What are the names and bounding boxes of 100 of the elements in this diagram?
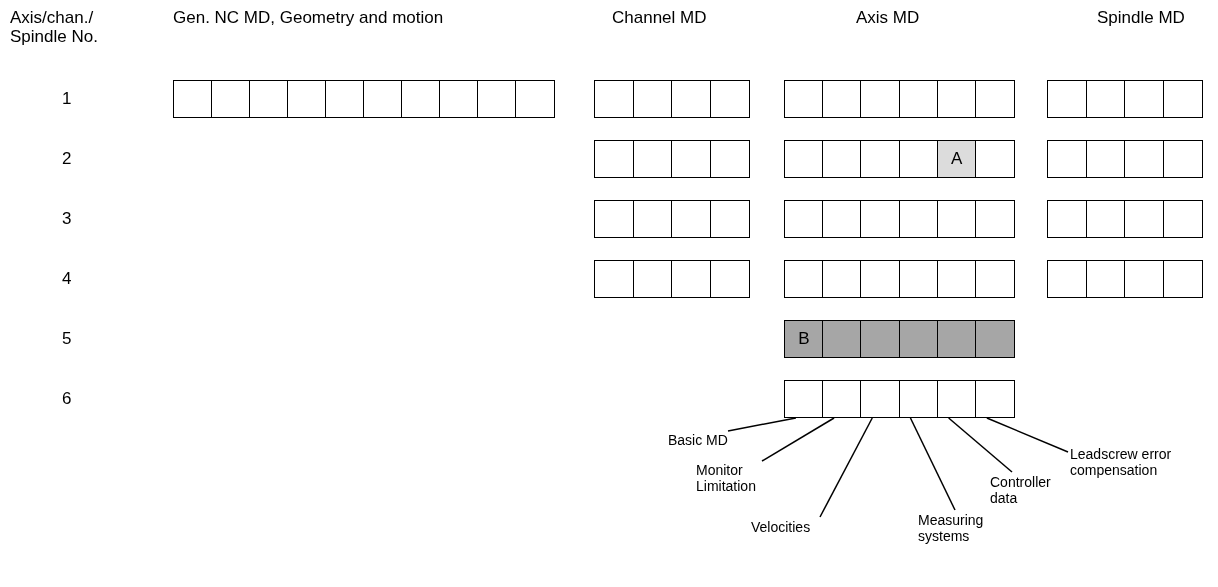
grid-cell	[439, 80, 479, 118]
grid-cell	[975, 320, 1015, 358]
grid-cell	[860, 200, 901, 238]
grid-cell	[1124, 80, 1164, 118]
grid-cell	[936, 260, 977, 298]
grid-cell: B	[784, 320, 824, 358]
grid-cell	[173, 80, 213, 118]
grid-cell	[249, 80, 289, 118]
part-label: Monitor Limitation	[696, 462, 768, 494]
grid-cell	[1124, 200, 1164, 238]
grid-cell	[477, 80, 517, 118]
grid-cell: A	[936, 140, 977, 178]
grid-cell	[860, 320, 901, 358]
grid-cell	[1162, 200, 1203, 238]
grid-cell	[860, 80, 901, 118]
part-label: Basic MD	[668, 432, 738, 448]
grid-cell	[936, 380, 977, 418]
grid-cell	[936, 200, 977, 238]
grid-cell	[784, 380, 824, 418]
grid-cell	[709, 260, 750, 298]
grid-cell	[594, 80, 634, 118]
grid-cell	[709, 140, 750, 178]
grid-cell	[515, 80, 555, 118]
grid-cell	[822, 200, 862, 238]
grid-cell	[1124, 140, 1164, 178]
grid-cell	[1162, 80, 1203, 118]
grid-cell	[632, 140, 673, 178]
grid-cell	[1047, 80, 1087, 118]
grid-cell	[1047, 200, 1087, 238]
grid-cell	[671, 140, 711, 178]
grid-cell	[822, 80, 862, 118]
grid-cell	[898, 200, 939, 238]
grid-cell	[594, 260, 634, 298]
grid-cell	[1085, 80, 1126, 118]
grid-cell	[632, 260, 673, 298]
leader-line	[909, 417, 956, 511]
part-label: Controller data	[990, 474, 1065, 506]
grid-cell	[860, 260, 901, 298]
grid-cell	[671, 200, 711, 238]
leader-line	[986, 417, 1069, 453]
grid-cell	[975, 200, 1015, 238]
grid-cell	[594, 200, 634, 238]
grid-cell	[709, 200, 750, 238]
grid-cell	[287, 80, 327, 118]
grid-cell	[822, 380, 862, 418]
grid-cell	[822, 320, 862, 358]
column-header: Axis MD	[856, 8, 920, 27]
row-number: 6	[62, 389, 72, 408]
grid-cell	[671, 80, 711, 118]
column-header: Channel MD	[612, 8, 707, 27]
grid-cell	[363, 80, 403, 118]
grid-cell	[211, 80, 251, 118]
row-number: 5	[62, 329, 72, 348]
grid-cell	[898, 260, 939, 298]
grid-cell	[936, 320, 977, 358]
row-number: 1	[62, 89, 72, 108]
grid-cell	[860, 380, 901, 418]
row-number: 2	[62, 149, 72, 168]
leader-line	[727, 417, 797, 432]
grid-cell	[975, 140, 1015, 178]
grid-cell	[822, 260, 862, 298]
grid-cell	[784, 260, 824, 298]
leader-line	[761, 417, 835, 462]
grid-cell	[594, 140, 634, 178]
grid-cell	[784, 140, 824, 178]
grid-cell	[632, 80, 673, 118]
grid-cell	[822, 140, 862, 178]
part-label: Leadscrew error compensation	[1070, 446, 1215, 478]
grid-cell	[975, 80, 1015, 118]
row-number: 4	[62, 269, 72, 288]
grid-cell	[936, 80, 977, 118]
grid-cell	[671, 260, 711, 298]
grid-cell	[1047, 260, 1087, 298]
grid-cell	[1085, 200, 1126, 238]
grid-cell	[632, 200, 673, 238]
grid-cell	[325, 80, 365, 118]
row-number: 3	[62, 209, 72, 228]
part-label: Measuring systems	[918, 512, 993, 544]
grid-cell	[1162, 140, 1203, 178]
grid-cell	[975, 260, 1015, 298]
grid-cell	[975, 380, 1015, 418]
grid-cell	[1162, 260, 1203, 298]
leader-line	[819, 417, 873, 518]
grid-cell	[784, 200, 824, 238]
column-header: Gen. NC MD, Geometry and motion	[173, 8, 444, 27]
grid-cell	[860, 140, 901, 178]
row-header: Axis/chan./ Spindle No.	[10, 8, 99, 46]
grid-cell	[898, 380, 939, 418]
grid-cell	[709, 80, 750, 118]
grid-cell	[898, 320, 939, 358]
column-header: Spindle MD	[1097, 8, 1185, 27]
grid-cell	[784, 80, 824, 118]
grid-cell	[1085, 260, 1126, 298]
grid-cell	[898, 80, 939, 118]
grid-cell	[898, 140, 939, 178]
part-label: Velocities	[751, 519, 817, 535]
grid-cell	[1085, 140, 1126, 178]
grid-cell	[401, 80, 441, 118]
grid-cell	[1124, 260, 1164, 298]
leader-line	[947, 417, 1013, 473]
